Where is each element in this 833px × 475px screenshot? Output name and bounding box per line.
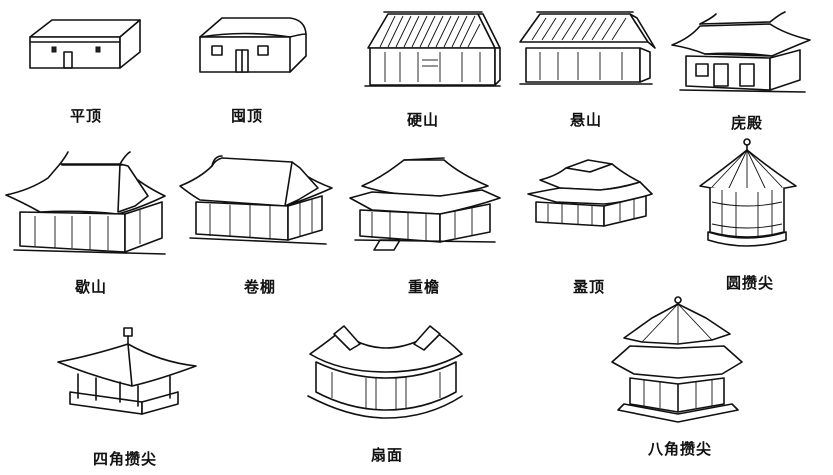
roof-label-square-pyramid: 四角攒尖: [92, 450, 158, 468]
roof-label-double-eave: 重檐: [407, 278, 441, 296]
roof-label-overhang-gable: 悬山: [569, 111, 603, 129]
roof-label-hard-gable: 硬山: [406, 111, 440, 129]
roof-label-round-pyramid: 圆攒尖: [725, 274, 775, 292]
roof-label-hip: 庑殿: [730, 114, 764, 132]
roof-label-rolled-ridge: 卷棚: [243, 278, 277, 296]
roof-label-flat: 平顶: [69, 107, 103, 125]
roof-label-truncated-hip: 盝顶: [572, 278, 606, 296]
roof-label-hip-gable: 歇山: [74, 278, 108, 296]
roof-label-fan-shaped: 扇面: [370, 446, 404, 464]
roof-label-octagonal-pyramid: 八角攒尖: [647, 440, 713, 458]
roof-label-round-top: 囤顶: [230, 107, 264, 125]
